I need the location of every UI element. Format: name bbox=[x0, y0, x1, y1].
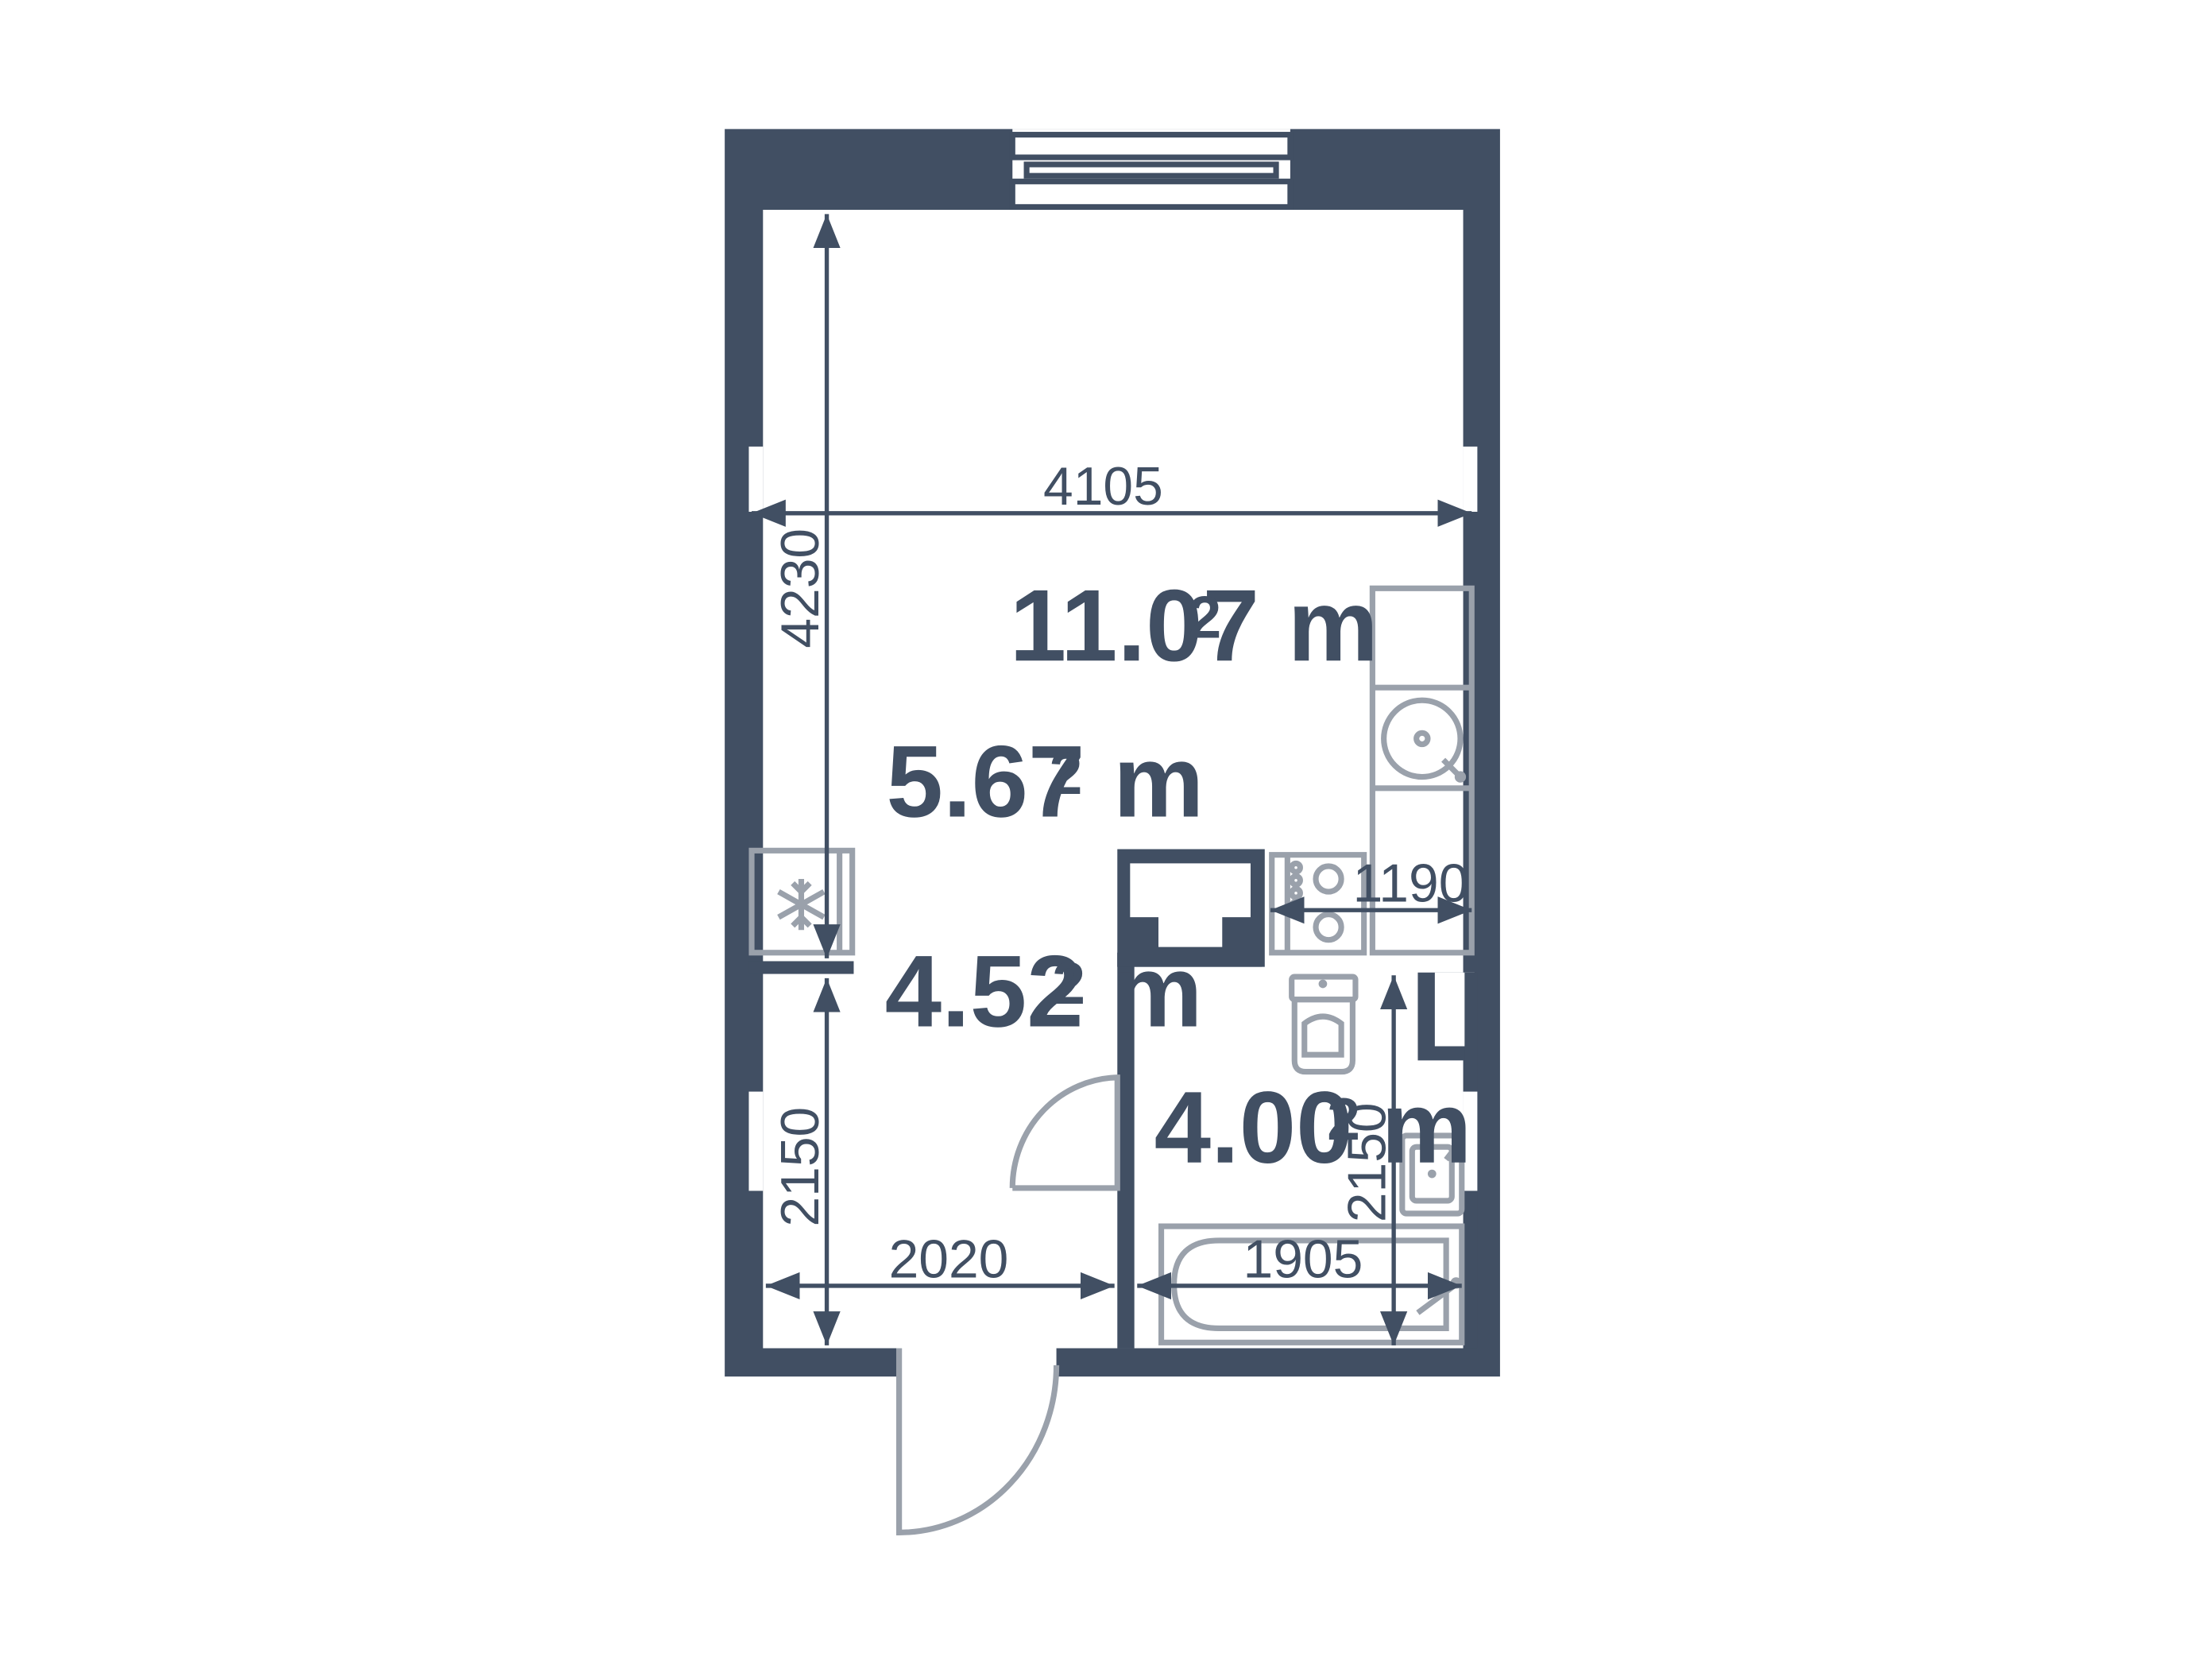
partition-wall bbox=[748, 961, 854, 974]
entrance-door bbox=[895, 1348, 1060, 1535]
dim-label-bath-width: 1905 bbox=[1243, 1229, 1363, 1289]
area-hallway: 4.52 m 2 bbox=[885, 935, 1203, 1049]
dimension-room-depth: 4230 bbox=[771, 214, 841, 958]
area-bathroom-value: 4.00 m bbox=[1154, 1071, 1472, 1185]
dimension-hall-depth: 2150 bbox=[771, 977, 841, 1345]
bathroom-wall bbox=[1117, 952, 1135, 1349]
area-kitchen-value: 5.67 m bbox=[886, 726, 1204, 839]
stove-icon bbox=[1269, 852, 1367, 956]
toilet-icon bbox=[1289, 974, 1359, 1075]
area-kitchen-sup: 2 bbox=[1050, 740, 1083, 807]
dimension-hall-width: 2020 bbox=[765, 1229, 1115, 1300]
dim-label-hall-width: 2020 bbox=[889, 1229, 1009, 1289]
dim-label-room-width: 4105 bbox=[1043, 457, 1163, 517]
area-bathroom-sup: 2 bbox=[1327, 1086, 1360, 1152]
walls bbox=[725, 129, 1500, 1377]
area-hallway-value: 4.52 m bbox=[885, 935, 1203, 1049]
dimension-room-width: 4105 bbox=[752, 457, 1472, 527]
dim-label-room-depth: 4230 bbox=[771, 528, 830, 648]
window bbox=[1009, 129, 1294, 211]
shaft bbox=[1117, 849, 1265, 967]
area-main-room-sup: 2 bbox=[1188, 584, 1221, 651]
area-kitchen: 5.67 m 2 bbox=[886, 726, 1204, 839]
dimension-kitchen-counter: 1190 bbox=[1270, 854, 1472, 924]
dimension-bath-depth: 2150 bbox=[1337, 975, 1408, 1345]
sink-icon bbox=[1381, 697, 1467, 783]
area-bathroom: 4.00 m 2 bbox=[1154, 1071, 1472, 1185]
dim-label-hall-depth: 2150 bbox=[771, 1107, 830, 1227]
kitchen-counter bbox=[1269, 585, 1475, 956]
dimension-bath-width: 1905 bbox=[1137, 1229, 1462, 1300]
fridge bbox=[748, 847, 856, 956]
snowflake-icon bbox=[777, 879, 826, 931]
area-main-room: 11.07 m 2 bbox=[1010, 569, 1379, 683]
dim-label-kitchen-counter: 1190 bbox=[1353, 854, 1469, 914]
area-main-room-value: 11.07 m bbox=[1010, 569, 1379, 683]
bathroom-door bbox=[1009, 1074, 1120, 1191]
area-hallway-sup: 2 bbox=[1052, 950, 1085, 1016]
dim-label-bath-depth: 2150 bbox=[1337, 1102, 1397, 1222]
